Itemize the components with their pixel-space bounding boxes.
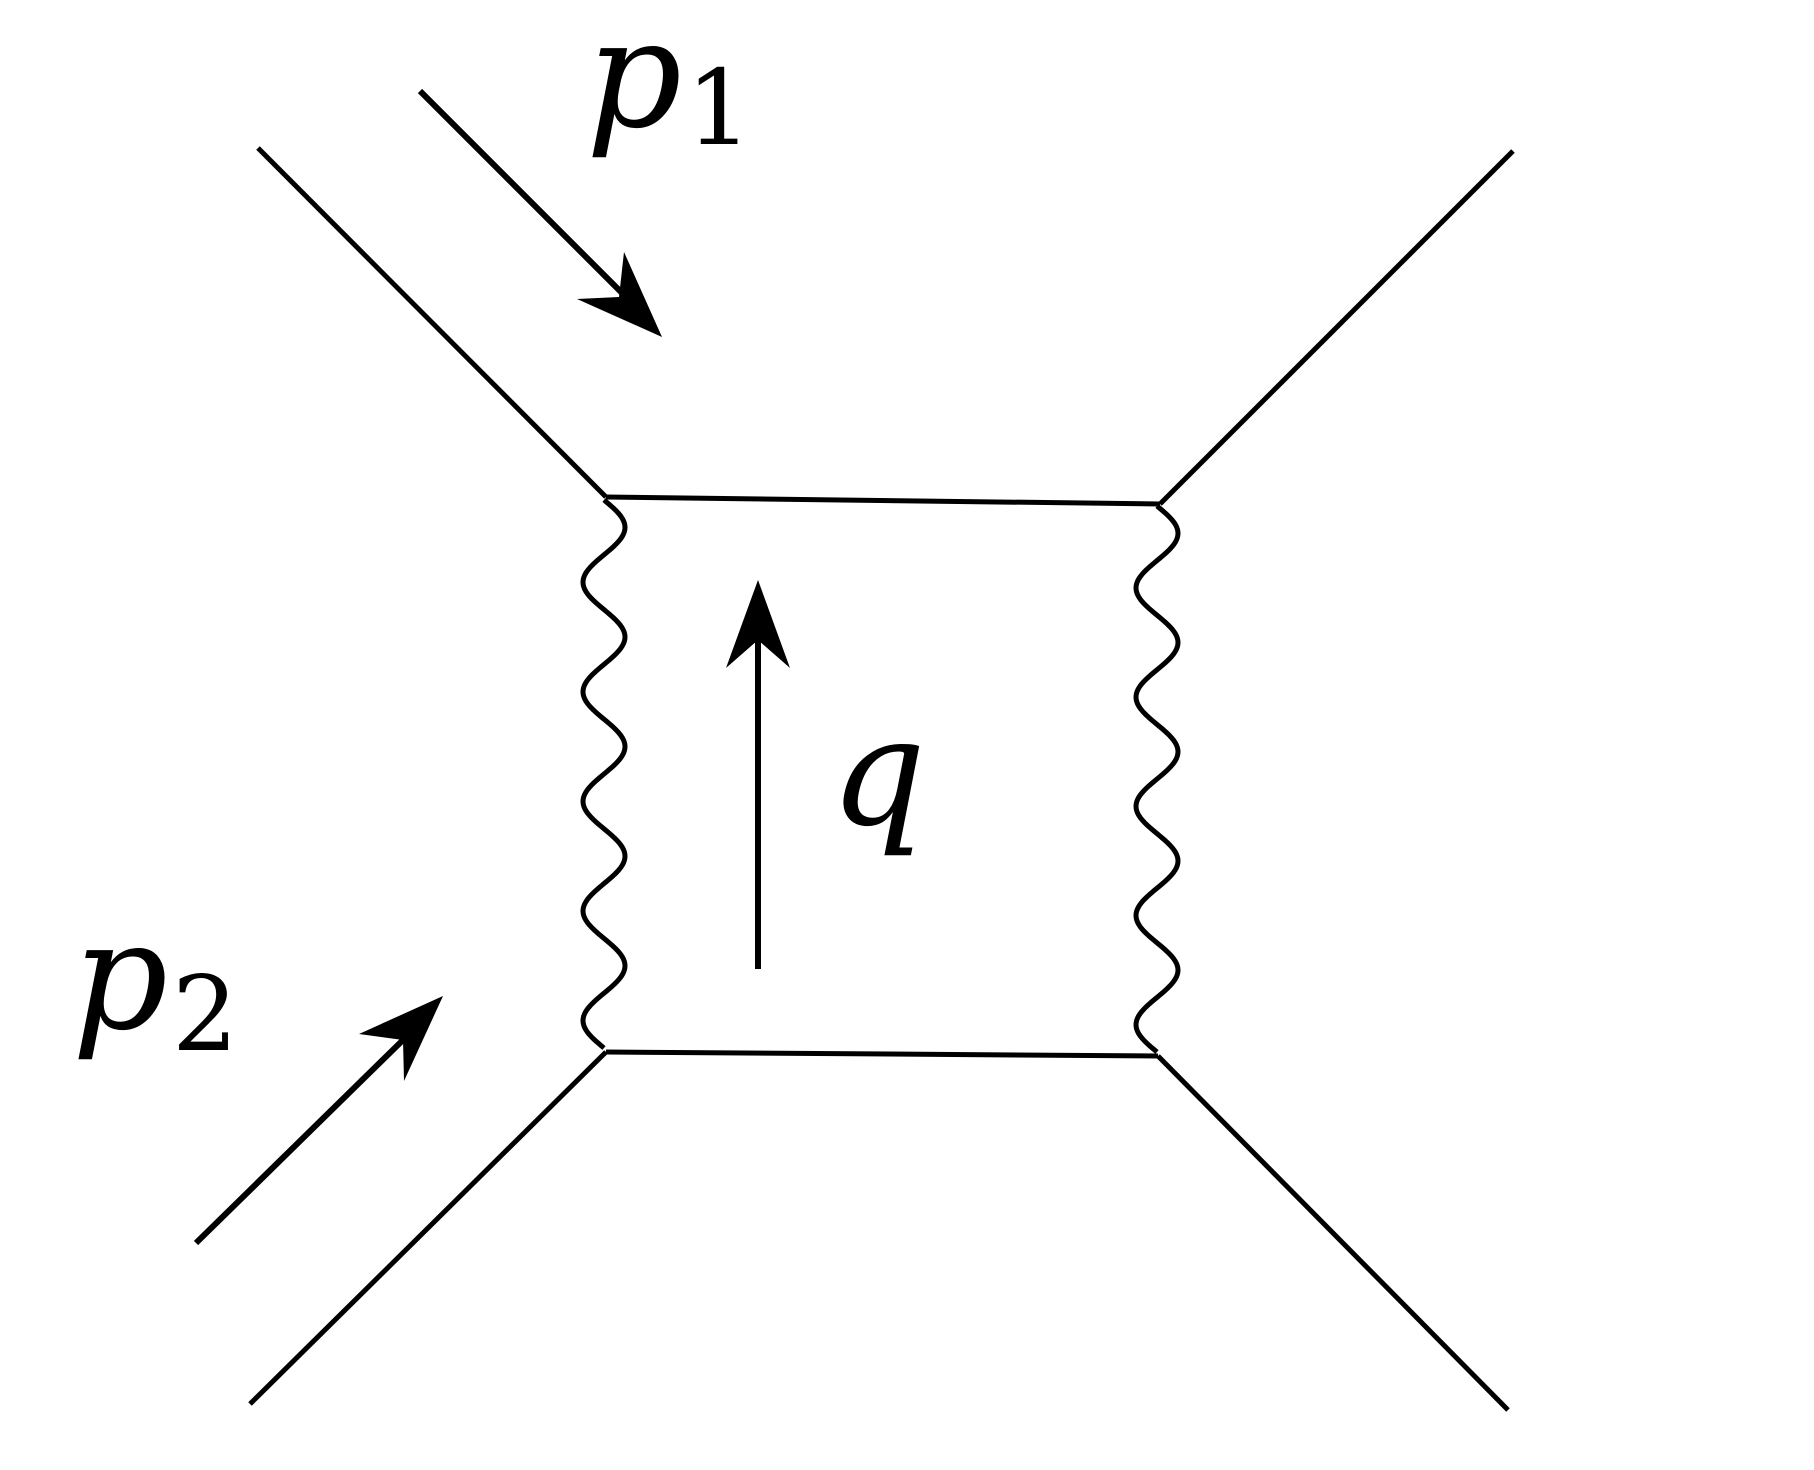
momentum-arrow-p1	[417, 88, 662, 337]
momentum-arrow-p2	[193, 996, 443, 1246]
label-p1: p1	[586, 0, 752, 169]
internal-propagator-bottom	[605, 1049, 1159, 1059]
incoming-leg-bottom-left	[248, 1050, 608, 1406]
outgoing-leg-bottom-right	[1156, 1054, 1510, 1412]
internal-propagator-top	[605, 494, 1161, 507]
outgoing-leg-top-right	[1158, 149, 1515, 506]
incoming-leg-top-left	[256, 146, 608, 499]
photon-propagator-left	[580, 498, 628, 1050]
photon-propagator-right	[1133, 504, 1181, 1054]
momentum-arrow-q	[726, 580, 790, 969]
label-q: q	[830, 686, 926, 860]
label-p2: p2	[72, 890, 238, 1075]
